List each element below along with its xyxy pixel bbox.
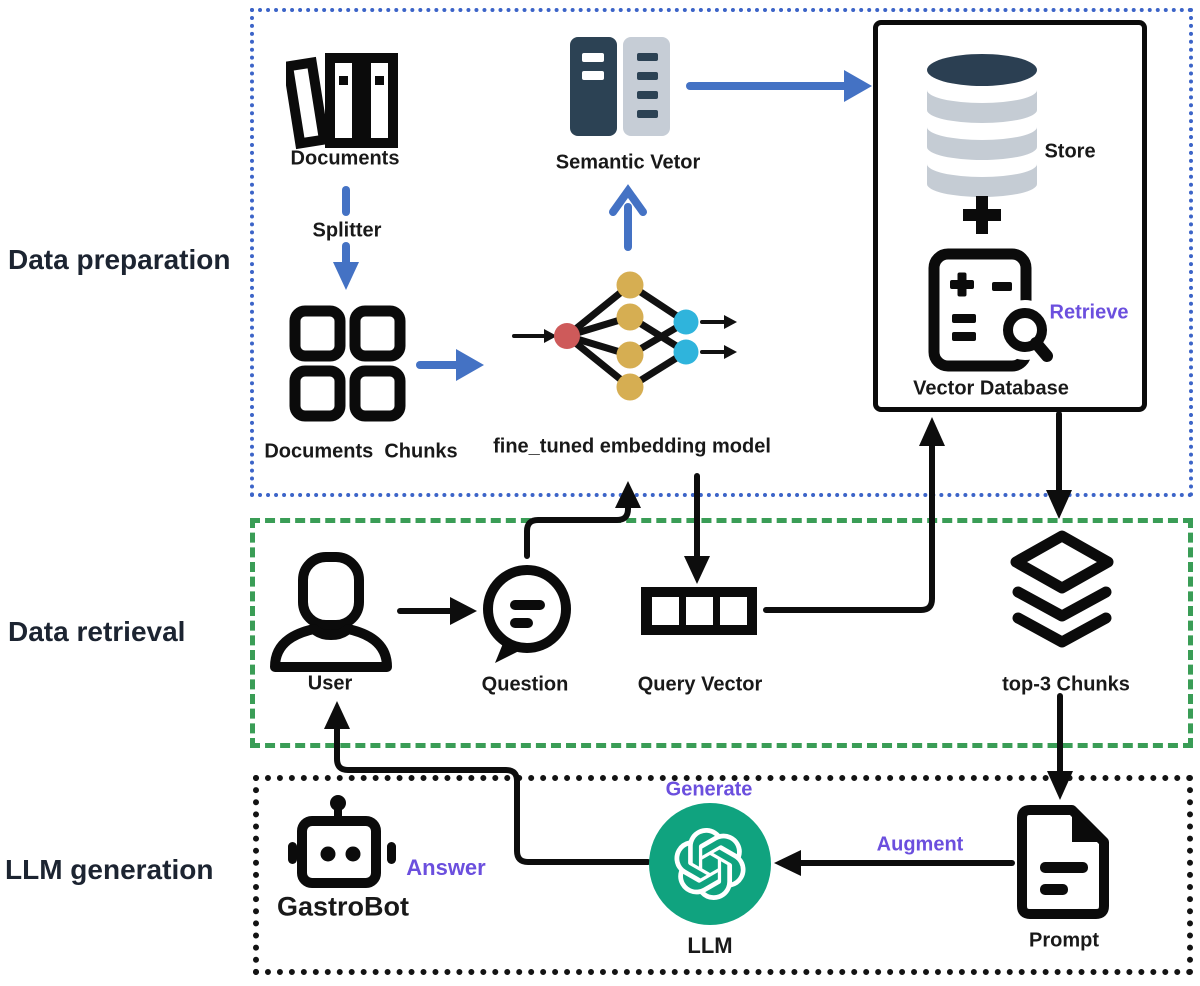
user-label: User <box>307 672 353 695</box>
nn-io-arrows <box>512 320 726 354</box>
section-label-llm-generation: LLM generation <box>5 854 214 885</box>
question-to-model-line <box>524 504 631 559</box>
llm-label: LLM <box>687 933 733 958</box>
semantic-vector-icon <box>570 37 670 136</box>
documents-label: Documents <box>290 147 400 170</box>
blue-arrowheads <box>333 70 872 381</box>
database-icon <box>927 54 1037 197</box>
store-label: Store <box>1044 140 1096 163</box>
black-arrowheads <box>324 417 1073 876</box>
vector-database-label: Vector Database <box>913 377 1069 400</box>
magnifier-icon <box>1003 308 1047 352</box>
section-label-data-retrieval: Data retrieval <box>8 616 186 647</box>
splitter-label: Splitter <box>312 219 382 242</box>
plus-icon <box>963 196 1001 234</box>
data-retrieval-box <box>250 518 1193 748</box>
gastrobot-icon <box>288 795 396 888</box>
black-connectors <box>334 411 1063 866</box>
vector-database-icon <box>928 248 1055 372</box>
hidden-node <box>616 303 644 331</box>
openai-logo-icon <box>674 828 746 900</box>
question-icon <box>483 565 571 663</box>
llm-openai-badge <box>649 803 771 925</box>
query-vector-icon <box>641 587 757 635</box>
user-icon <box>270 552 392 672</box>
embedding-network-icon <box>554 271 699 401</box>
top3-chunks-icon <box>1010 530 1114 648</box>
documents-chunks-label: Documents Chunks <box>264 440 458 463</box>
hidden-node <box>616 341 644 369</box>
query-vector-label: Query Vector <box>637 673 763 696</box>
hidden-node <box>616 271 644 299</box>
model-to-semantic-arrowhead <box>609 184 647 216</box>
queryvector-to-vectordb-line <box>763 443 935 613</box>
retrieve-label: Retrieve <box>1049 301 1129 324</box>
generate-label: Generate <box>665 778 753 801</box>
gastrobot-label: GastroBot <box>276 891 410 922</box>
embedding-model-label: fine_tuned embedding model <box>493 435 771 458</box>
semantic-vector-label: Semantic Vetor <box>555 151 701 174</box>
prompt-icon <box>1017 805 1109 919</box>
answer-label: Answer <box>406 855 486 880</box>
output-node <box>673 309 699 335</box>
section-label-data-preparation: Data preparation <box>8 244 231 275</box>
documents-chunks-icon <box>289 305 406 422</box>
output-node <box>673 339 699 365</box>
prompt-label: Prompt <box>1029 929 1099 952</box>
data-preparation-box <box>250 8 1193 497</box>
question-label: Question <box>481 673 569 696</box>
top3-chunks-label: top-3 Chunks <box>1002 673 1130 696</box>
hidden-node <box>616 373 644 401</box>
augment-label: Augment <box>876 833 964 856</box>
documents-icon <box>286 53 398 150</box>
answer-line <box>334 726 651 865</box>
llm-generation-box <box>253 775 1193 975</box>
nn-io-arrowheads <box>544 315 737 359</box>
input-node <box>554 323 580 349</box>
